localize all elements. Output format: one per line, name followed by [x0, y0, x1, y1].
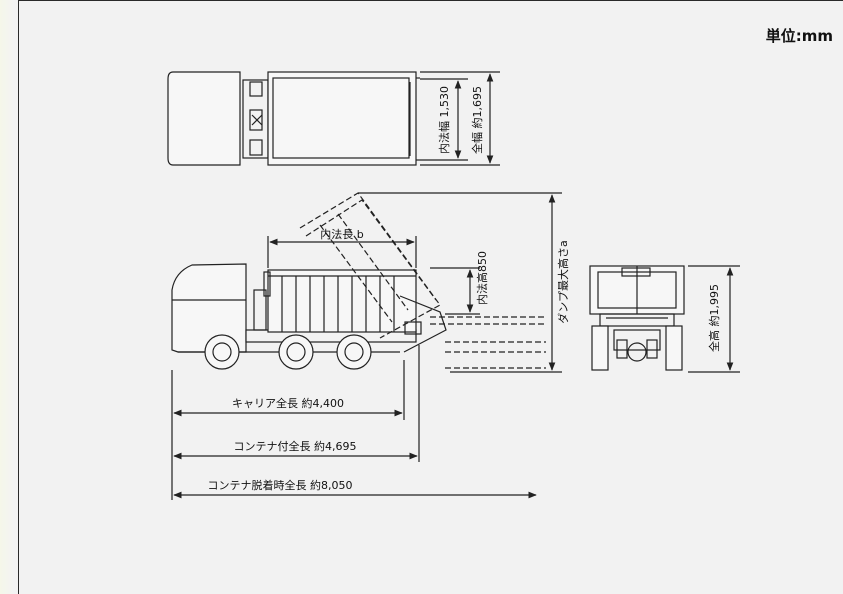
dump-height-label: ダンプ最大高さa	[556, 240, 570, 323]
top-view	[167, 71, 500, 166]
container-length-label: コンテナ付全長 約4,695	[234, 439, 357, 453]
unit-label: 単位:mm	[765, 27, 833, 45]
detach-length-label: コンテナ脱着時全長 約8,050	[208, 478, 353, 492]
overall-height-label: 全高 約1,995	[707, 284, 721, 352]
side-view	[171, 263, 447, 370]
inner-length-label: 内法長 b	[320, 227, 363, 241]
overall-width-label: 全幅 約1,695	[470, 86, 484, 154]
inner-height-label: 内法高850	[475, 251, 489, 305]
inner-width-label: 内法幅 1,530	[437, 86, 451, 154]
rear-view	[589, 265, 685, 371]
carrier-length-label: キャリア全長 約4,400	[232, 396, 344, 410]
